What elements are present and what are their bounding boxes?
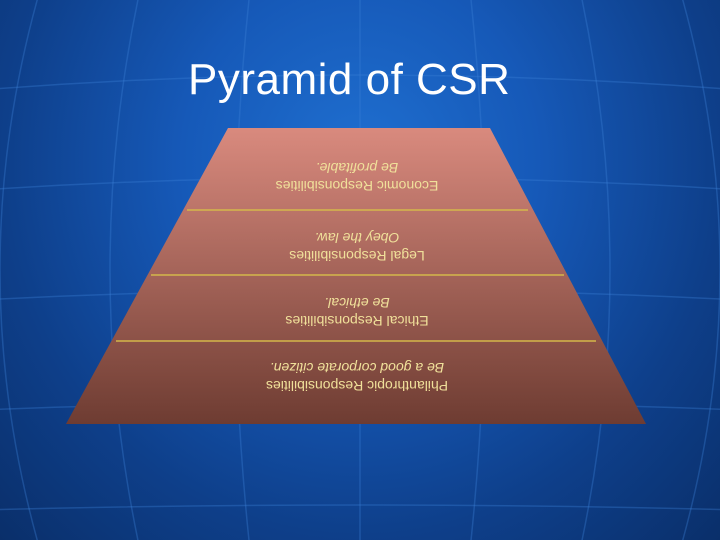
tier-legal: Legal Responsibilities Obey the law. (289, 230, 424, 264)
tier-subtext: Be a good corporate citizen. (270, 360, 444, 376)
tier-heading: Economic Responsibilities (276, 178, 439, 194)
tier-ethical: Ethical Responsibilities Be ethical. (285, 295, 428, 329)
pyramid-shape (66, 128, 646, 424)
tier-economic: Economic Responsibilities Be profitable. (276, 160, 439, 194)
tier-philanthropic: Philanthropic Responsibilities Be a good… (266, 360, 448, 394)
tier-subtext: Obey the law. (315, 230, 400, 246)
tier-heading: Ethical Responsibilities (285, 313, 428, 329)
tier-heading: Legal Responsibilities (289, 248, 424, 264)
slide-title: Pyramid of CSR (188, 55, 511, 104)
tier-heading: Philanthropic Responsibilities (266, 378, 448, 394)
tier-subtext: Be ethical. (324, 295, 389, 311)
tier-subtext: Be profitable. (316, 160, 399, 176)
